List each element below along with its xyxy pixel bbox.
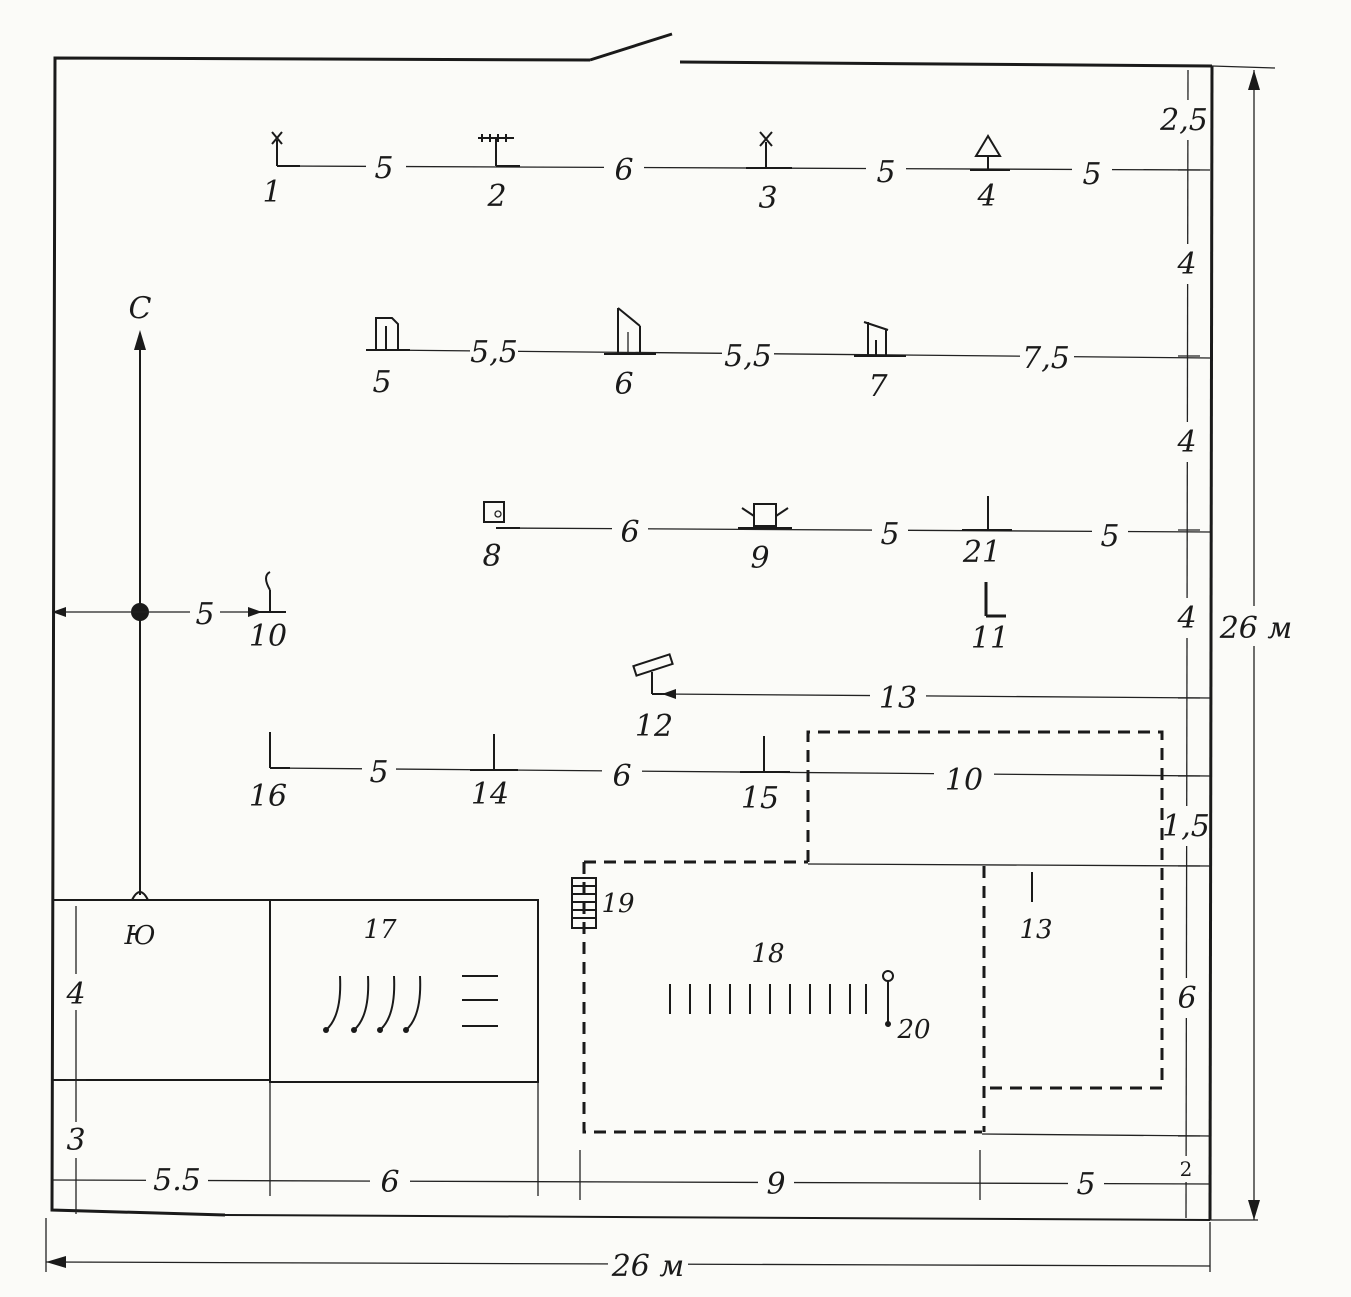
dim-total-height: 26 м <box>1219 611 1293 646</box>
dim-bottom-2: 6 <box>380 1165 399 1200</box>
label-17: 17 <box>363 915 397 945</box>
dim-right-4: 4 <box>1176 601 1196 636</box>
dim-row5-1: 5 <box>369 755 388 790</box>
label-21: 21 <box>962 535 1001 570</box>
symbol-6 <box>604 307 656 355</box>
dim-left-1: 4 <box>65 977 85 1012</box>
symbol-16 <box>269 732 290 769</box>
dim-row1-2: 6 <box>614 153 633 188</box>
label-11: 11 <box>971 621 1009 656</box>
symbol-4 <box>970 134 1010 171</box>
symbol-14 <box>470 734 518 771</box>
row-4: 5 10 13 12 <box>52 571 1211 744</box>
north-label: С <box>129 291 152 326</box>
label-2: 2 <box>486 179 506 214</box>
dim-row1-4: 5 <box>1082 157 1101 192</box>
dim-row3-2: 5 <box>880 517 899 552</box>
symbol-18 <box>669 984 867 1014</box>
symbol-11 <box>984 582 1006 618</box>
dim-row1-3: 5 <box>876 155 895 190</box>
dim-row1-1: 5 <box>374 151 393 186</box>
dashed-areas <box>582 730 1211 1137</box>
dim-row2-3: 7,5 <box>1022 341 1070 376</box>
symbol-17 <box>323 975 498 1033</box>
dim-right-2: 4 <box>1176 247 1196 282</box>
label-12: 12 <box>635 709 673 744</box>
label-10: 10 <box>249 619 287 654</box>
symbol-3 <box>746 131 792 169</box>
symbol-9 <box>738 503 792 529</box>
label-4: 4 <box>976 179 996 214</box>
inner-area-symbols: 19 18 20 13 <box>571 872 1053 1045</box>
dim-row2-1: 5,5 <box>470 335 518 370</box>
dim-left-2: 3 <box>66 1123 85 1158</box>
row-2: 5,5 5,5 7,5 5 6 7 <box>366 307 1211 404</box>
symbol-21 <box>962 496 1012 531</box>
dim-bottom-3: 9 <box>766 1167 785 1202</box>
left-dimension-chain: 4 3 <box>62 906 92 1214</box>
row-5: 5 6 10 16 14 15 <box>249 732 1211 816</box>
label-16: 16 <box>249 779 287 814</box>
site-boundary <box>50 32 1276 1221</box>
symbol-12 <box>632 653 676 695</box>
symbol-7 <box>854 321 906 357</box>
label-3: 3 <box>758 181 777 216</box>
symbol-1 <box>271 131 300 167</box>
symbol-5 <box>366 317 410 351</box>
label-20: 20 <box>896 1015 930 1045</box>
row-1: 5 6 5 5 1 2 3 4 <box>262 131 1211 216</box>
dim-right-3: 4 <box>1176 425 1196 460</box>
dim-bottom-4: 5 <box>1076 1167 1095 1202</box>
dim-to-12: 13 <box>879 681 917 716</box>
dim-right-1: 2,5 <box>1159 103 1208 138</box>
dim-row2-2: 5,5 <box>724 339 772 374</box>
label-5: 5 <box>372 365 391 400</box>
compass-axis <box>131 330 149 901</box>
dim-total-width: 26 м <box>611 1249 685 1284</box>
dim-right-5: 1,5 <box>1162 809 1210 844</box>
lower-left-zones: 17 Ю <box>52 899 539 1196</box>
label-18: 18 <box>751 939 784 969</box>
label-19: 19 <box>601 889 634 919</box>
label-8: 8 <box>482 539 501 574</box>
right-dimension-chain: 2,5 4 4 4 1,5 6 2 <box>1159 69 1210 1219</box>
symbol-2 <box>478 134 520 167</box>
south-label: Ю <box>123 921 155 951</box>
dim-row5-3: 10 <box>945 763 983 798</box>
label-15: 15 <box>741 781 779 816</box>
symbol-20 <box>882 970 894 1027</box>
symbol-19 <box>571 877 597 929</box>
symbol-15 <box>740 736 790 773</box>
bottom-dimension-chain: 5.5 6 9 5 <box>51 1150 1211 1202</box>
label-13: 13 <box>1019 915 1052 945</box>
label-1: 1 <box>262 175 281 210</box>
label-9: 9 <box>750 541 769 576</box>
dim-row3-3: 5 <box>1100 519 1119 554</box>
row-3: 6 5 5 8 9 21 11 <box>482 496 1211 656</box>
dim-row3-1: 6 <box>620 515 639 550</box>
dim-bottom-1: 5.5 <box>153 1163 201 1198</box>
dim-right-7: 2 <box>1180 1157 1193 1181</box>
dim-right-6: 6 <box>1177 981 1196 1016</box>
symbol-8 <box>483 501 520 529</box>
label-7: 7 <box>868 369 888 404</box>
total-width-dimension: 26 м <box>45 1218 1211 1284</box>
symbol-10 <box>254 571 286 613</box>
label-6: 6 <box>614 367 633 402</box>
dim-center-10: 5 <box>195 597 214 632</box>
label-14: 14 <box>471 777 509 812</box>
total-height-dimension: 26 м <box>1219 70 1293 1220</box>
dim-row5-2: 6 <box>612 759 631 794</box>
